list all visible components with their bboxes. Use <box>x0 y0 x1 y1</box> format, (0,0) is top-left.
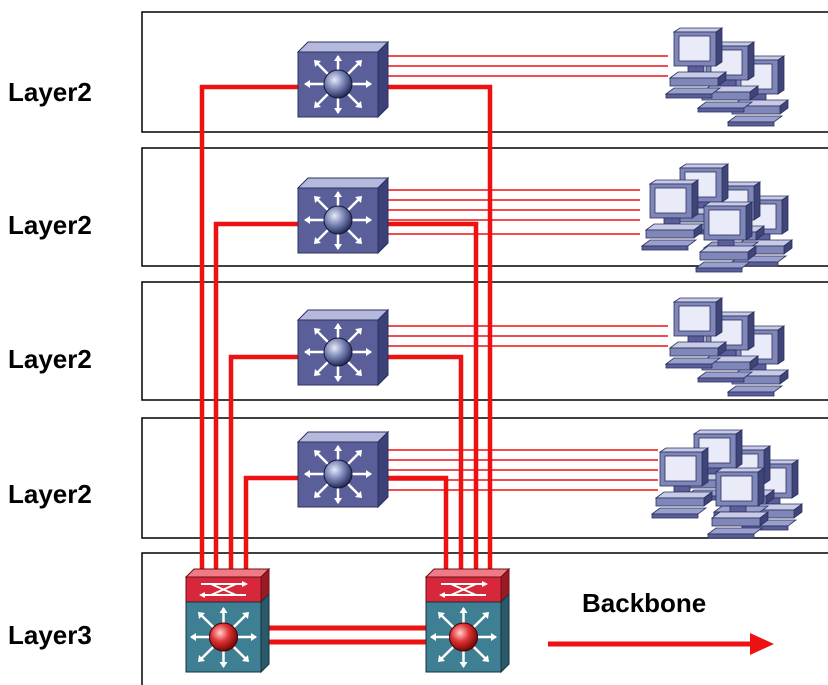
uplink <box>388 221 479 570</box>
layer2-switch-icon <box>296 176 390 255</box>
layer-label: Layer3 <box>8 620 92 650</box>
uplink-group <box>199 84 493 570</box>
uplink <box>228 354 308 570</box>
uplink <box>243 475 308 570</box>
uplink <box>388 354 464 570</box>
uplink <box>199 84 308 570</box>
uplink <box>388 84 493 570</box>
layer3-switch-icon <box>424 567 511 674</box>
layer2-switch-icon <box>296 40 390 119</box>
layer-label: Layer2 <box>8 479 92 509</box>
layer2-switch-icon <box>296 430 390 509</box>
red-arrow-icon <box>548 633 774 655</box>
layer-label: Layer2 <box>8 77 92 107</box>
access-links <box>388 55 668 491</box>
layer3-switch-icon <box>184 567 271 674</box>
uplink <box>213 221 308 570</box>
layer2-switch-icon <box>296 308 390 387</box>
layer-label: Layer2 <box>8 344 92 374</box>
layer-label: Layer2 <box>8 210 92 240</box>
legend-label: Backbone <box>582 588 706 618</box>
uplink <box>388 475 449 570</box>
